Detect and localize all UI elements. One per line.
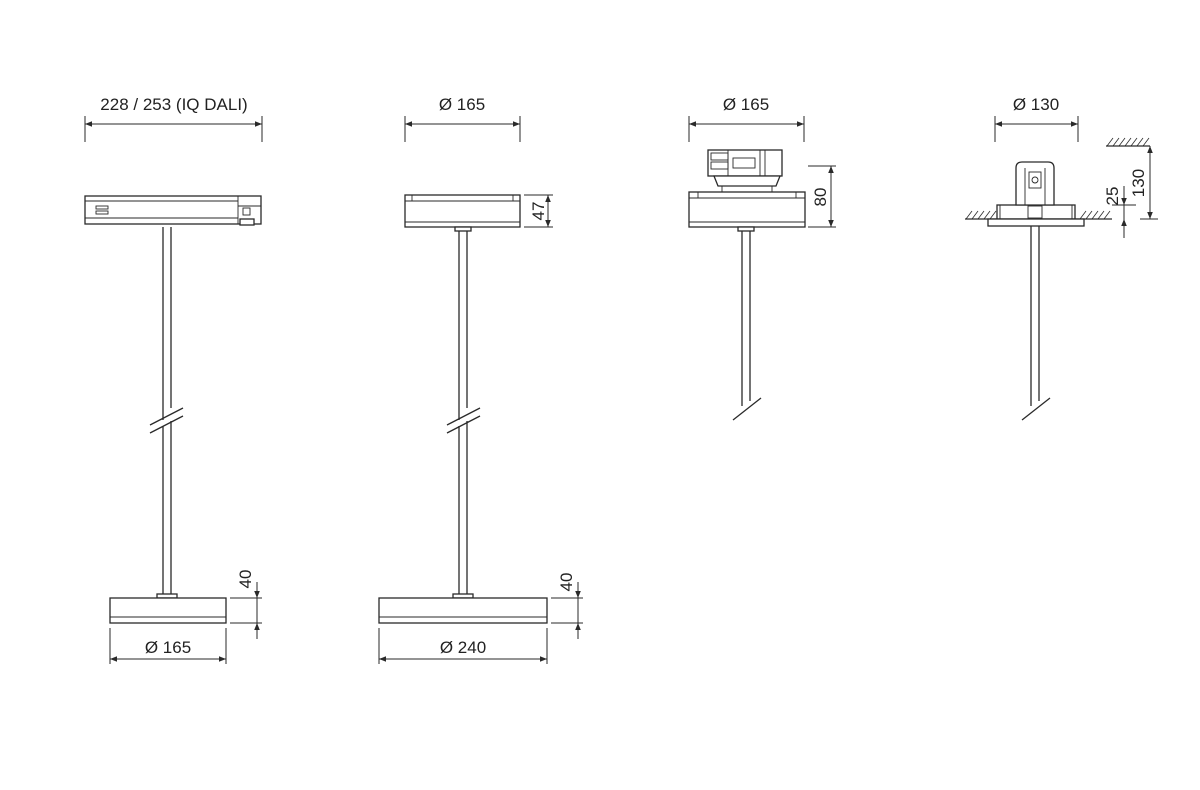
hatch-line: [1118, 137, 1126, 147]
dimension-label-diameter: Ø 165: [145, 638, 191, 657]
side-dimension: 80: [808, 165, 836, 228]
ceiling-canopy: [688, 191, 806, 228]
hatch-line: [989, 210, 997, 220]
dimension-label-height: 47: [529, 202, 548, 221]
hatch-line: [971, 210, 979, 220]
hatch-line: [1142, 137, 1150, 147]
view-1: 228 / 253 (IQ DALI): [84, 95, 263, 664]
track-adapter: [84, 195, 262, 226]
hatch-line: [1079, 210, 1087, 220]
hatch-line: [977, 210, 985, 220]
dimension-label-height: 40: [557, 573, 576, 592]
dimension-label-diameter: Ø 165: [439, 95, 485, 114]
dimension-label-height: 40: [236, 570, 255, 589]
luminaire-head: [109, 597, 227, 624]
view-3: Ø 165 80: [688, 95, 836, 421]
total-height-dimension: 130: [1129, 146, 1158, 220]
dimension-label-height: 130: [1129, 169, 1148, 197]
view-2: Ø 165 47: [378, 95, 583, 664]
top-dimension: Ø 130: [994, 95, 1079, 142]
hatch-line: [1106, 137, 1114, 147]
hatch-line: [965, 210, 973, 220]
hatch-line: [983, 210, 991, 220]
dimension-label-diameter: Ø 240: [440, 638, 486, 657]
top-dimension: Ø 165: [688, 95, 805, 142]
three-phase-adapter: [707, 149, 783, 192]
dimension-label-height: 80: [811, 188, 830, 207]
depth-dimension: 25: [1103, 186, 1136, 238]
dimension-label-diameter: Ø 165: [723, 95, 769, 114]
top-dimension: Ø 165: [404, 95, 521, 142]
hatch-line: [1112, 137, 1120, 147]
hatch-line: [1085, 210, 1093, 220]
hatch-line: [1136, 137, 1144, 147]
top-dimension: 228 / 253 (IQ DALI): [84, 95, 263, 142]
hatch-line: [1091, 210, 1099, 220]
height-dimension: 40: [551, 573, 583, 639]
suspension-rod: [1021, 226, 1051, 421]
dimension-label-width: 228 / 253 (IQ DALI): [100, 95, 247, 114]
view-4: Ø 130 25: [965, 95, 1158, 421]
suspension-rod: [149, 227, 184, 599]
ceiling-canopy: [404, 194, 521, 228]
suspension-rod: [732, 226, 762, 421]
luminaire-head: [378, 597, 548, 624]
bottom-dimension: Ø 240: [378, 628, 548, 664]
bottom-dimension: Ø 165: [109, 628, 227, 664]
hatch-line: [1124, 137, 1132, 147]
dimension-label-depth: 25: [1103, 187, 1122, 206]
recessed-housing: [987, 161, 1085, 227]
side-dimension: 47: [524, 194, 553, 228]
height-dimension: 40: [230, 570, 262, 639]
hatch-line: [1097, 210, 1105, 220]
hatch-line: [1103, 210, 1111, 220]
hatch-line: [1130, 137, 1138, 147]
suspension-rod: [446, 226, 481, 599]
dimension-label-diameter: Ø 130: [1013, 95, 1059, 114]
